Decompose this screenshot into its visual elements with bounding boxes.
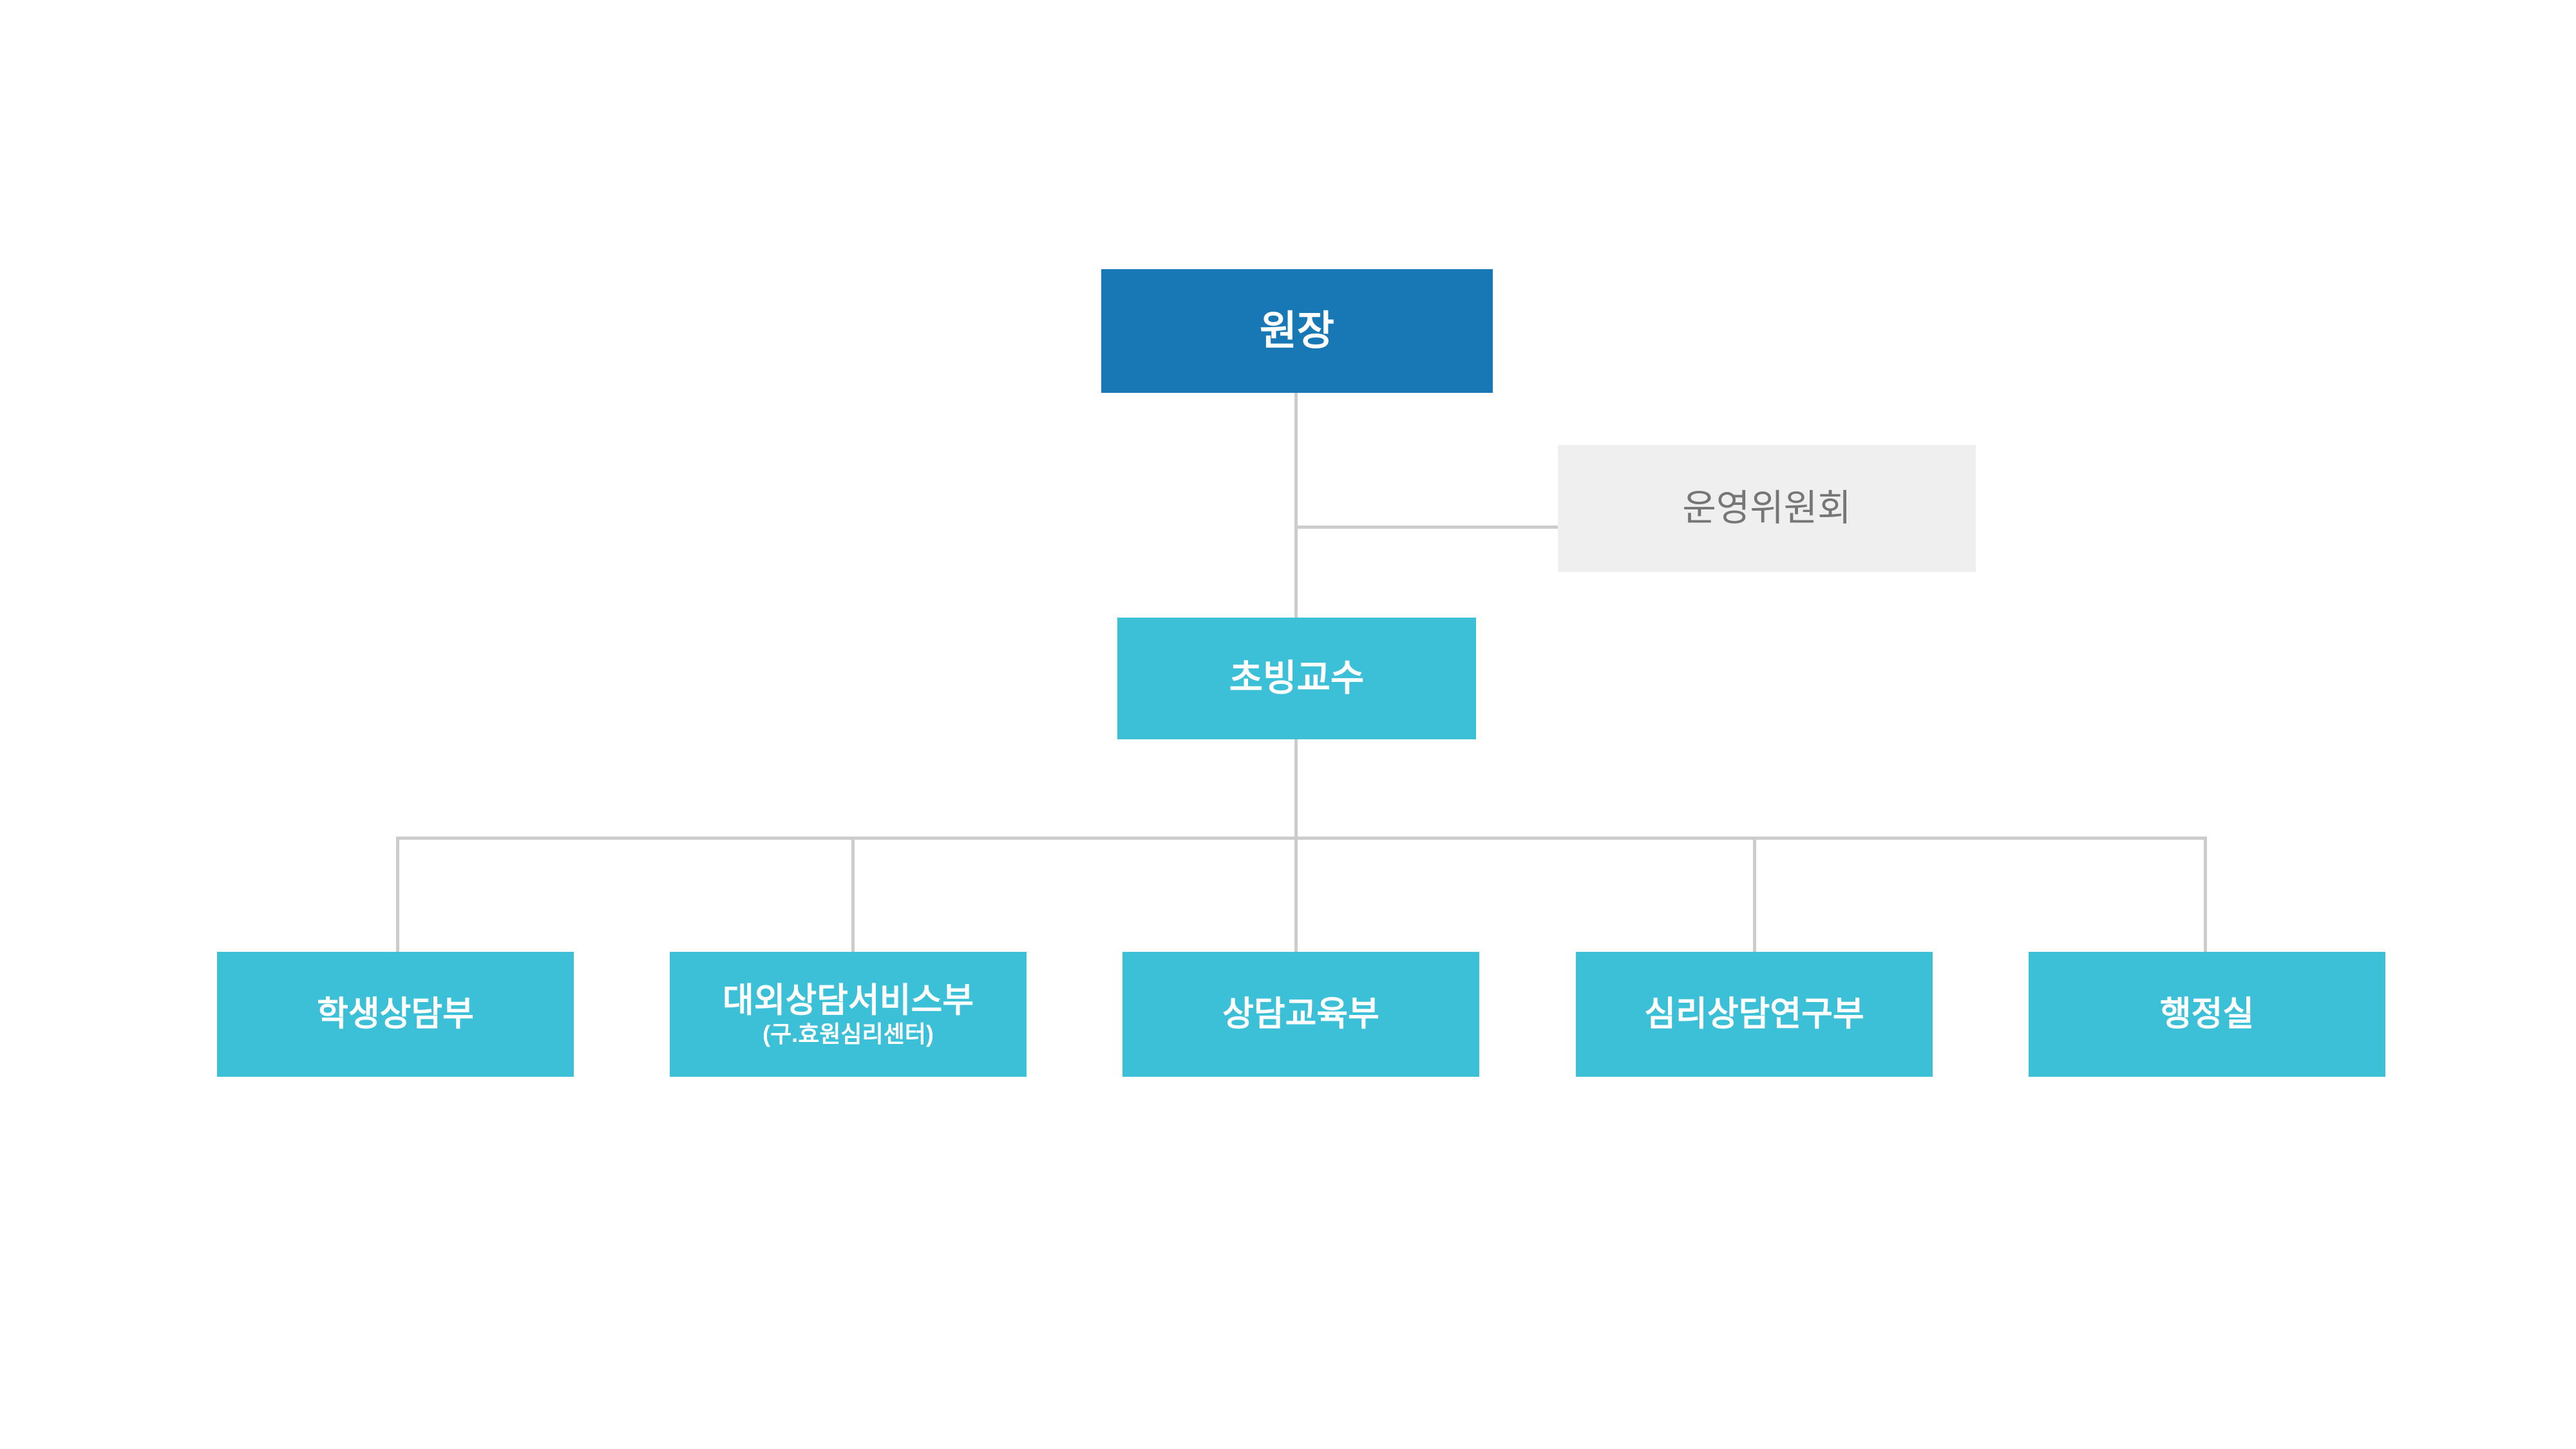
org-node-dept-external-counseling[interactable]: 대외상담서비스부 (구.효원심리센터) (670, 952, 1027, 1077)
org-node-dept-student-counseling[interactable]: 학생상담부 (217, 952, 574, 1077)
org-node-director[interactable]: 원장 (1101, 269, 1493, 393)
connector-drop-admin (2204, 837, 2207, 952)
org-node-dept-label: 상담교육부 (1222, 995, 1379, 1034)
org-node-dept-label: 학생상담부 (317, 995, 474, 1034)
connector-drop-student (396, 837, 399, 952)
org-node-visiting-professor-label: 초빙교수 (1229, 657, 1365, 699)
connector-director-trunk (1294, 393, 1298, 618)
org-node-dept-sublabel: (구.효원심리센터) (762, 1020, 934, 1047)
org-node-dept-label: 심리상담연구부 (1644, 995, 1864, 1034)
org-node-dept-counseling-education[interactable]: 상담교육부 (1122, 952, 1479, 1077)
connector-drop-research (1753, 837, 1756, 952)
connector-drop-external (851, 837, 855, 952)
org-node-dept-psych-research[interactable]: 심리상담연구부 (1576, 952, 1933, 1077)
org-node-dept-label: 행정실 (2159, 995, 2255, 1034)
org-node-visiting-professor[interactable]: 초빙교수 (1117, 618, 1476, 739)
org-node-dept-label: 대외상담서비스부 (722, 981, 974, 1020)
org-node-committee-label: 운영위원회 (1682, 487, 1852, 529)
org-node-director-label: 원장 (1260, 308, 1334, 354)
connector-department-bus (396, 837, 2207, 840)
connector-drop-education (1294, 837, 1298, 952)
org-node-dept-administration[interactable]: 행정실 (2029, 952, 2385, 1077)
connector-director-to-committee (1294, 526, 1558, 529)
connector-visiting-trunk (1294, 739, 1298, 838)
org-node-committee[interactable]: 운영위원회 (1558, 445, 1976, 572)
